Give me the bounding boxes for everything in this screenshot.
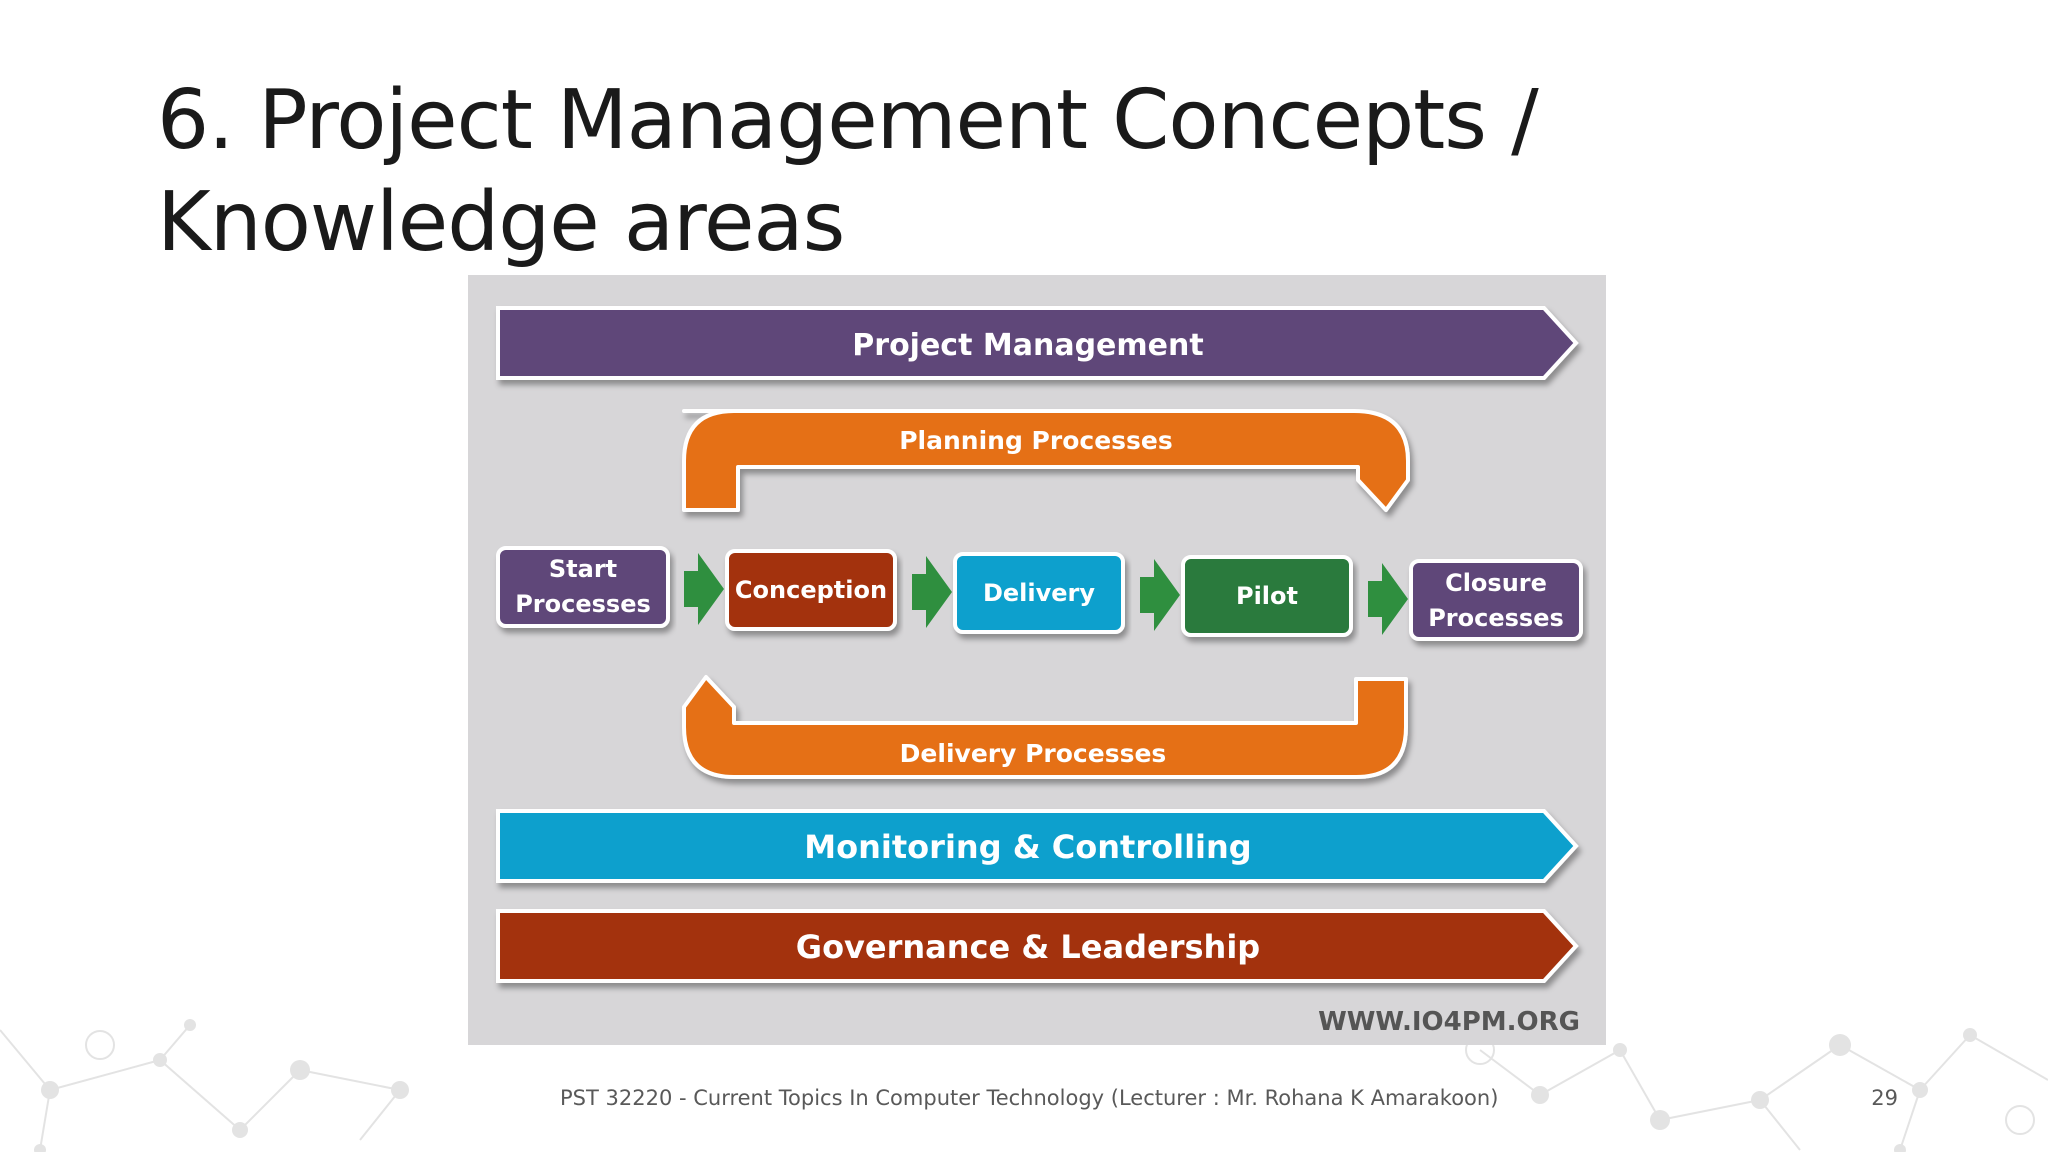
- project-management-diagram: Project Management Planning Processes St…: [468, 275, 1606, 1045]
- project-management-label: Project Management: [852, 328, 1203, 363]
- delivery-processes-loop: [682, 675, 1408, 779]
- arrow-right-icon: [1368, 563, 1408, 635]
- governance-leadership-label: Governance & Leadership: [796, 928, 1260, 966]
- arrow-right-icon: [1140, 559, 1180, 631]
- monitoring-controlling-band: [496, 809, 1579, 883]
- monitoring-controlling-label: Monitoring & Controlling: [804, 828, 1251, 866]
- governance-leadership-band: [496, 909, 1579, 983]
- slide-title-line-2: Knowledge areas: [157, 175, 845, 270]
- pilot-label: Pilot: [1236, 582, 1298, 610]
- arrow-right-icon: [684, 553, 724, 625]
- io4pm-watermark: WWW.IO4PM.ORG: [1318, 1007, 1580, 1037]
- footer-course-text: PST 32220 - Current Topics In Computer T…: [560, 1086, 1499, 1110]
- delivery-processes-label: Delivery Processes: [900, 739, 1167, 768]
- slide-title: 6. Project Management Concepts / Knowled…: [157, 70, 1857, 274]
- start-processes-label-line-2: Processes: [515, 590, 651, 618]
- process-step-closure: [1409, 559, 1583, 641]
- conception-label: Conception: [735, 576, 887, 604]
- page-number: 29: [1871, 1086, 1898, 1110]
- closure-processes-label-line-2: Processes: [1428, 604, 1564, 632]
- planning-processes-label: Planning Processes: [899, 426, 1173, 455]
- slide-title-line-1: 6. Project Management Concepts /: [157, 73, 1539, 168]
- arrow-right-icon: [912, 556, 952, 628]
- planning-processes-loop: [682, 409, 1410, 512]
- closure-processes-label-line-1: Closure: [1445, 569, 1547, 597]
- process-step-pilot: [1181, 555, 1353, 637]
- process-step-start: [496, 546, 670, 628]
- delivery-step-label: Delivery: [983, 579, 1095, 607]
- network-background-pattern: [0, 1019, 2048, 1152]
- process-step-delivery: [953, 552, 1125, 634]
- start-processes-label-line-1: Start: [549, 555, 617, 583]
- project-management-band: [496, 306, 1579, 380]
- process-step-conception: [725, 549, 897, 631]
